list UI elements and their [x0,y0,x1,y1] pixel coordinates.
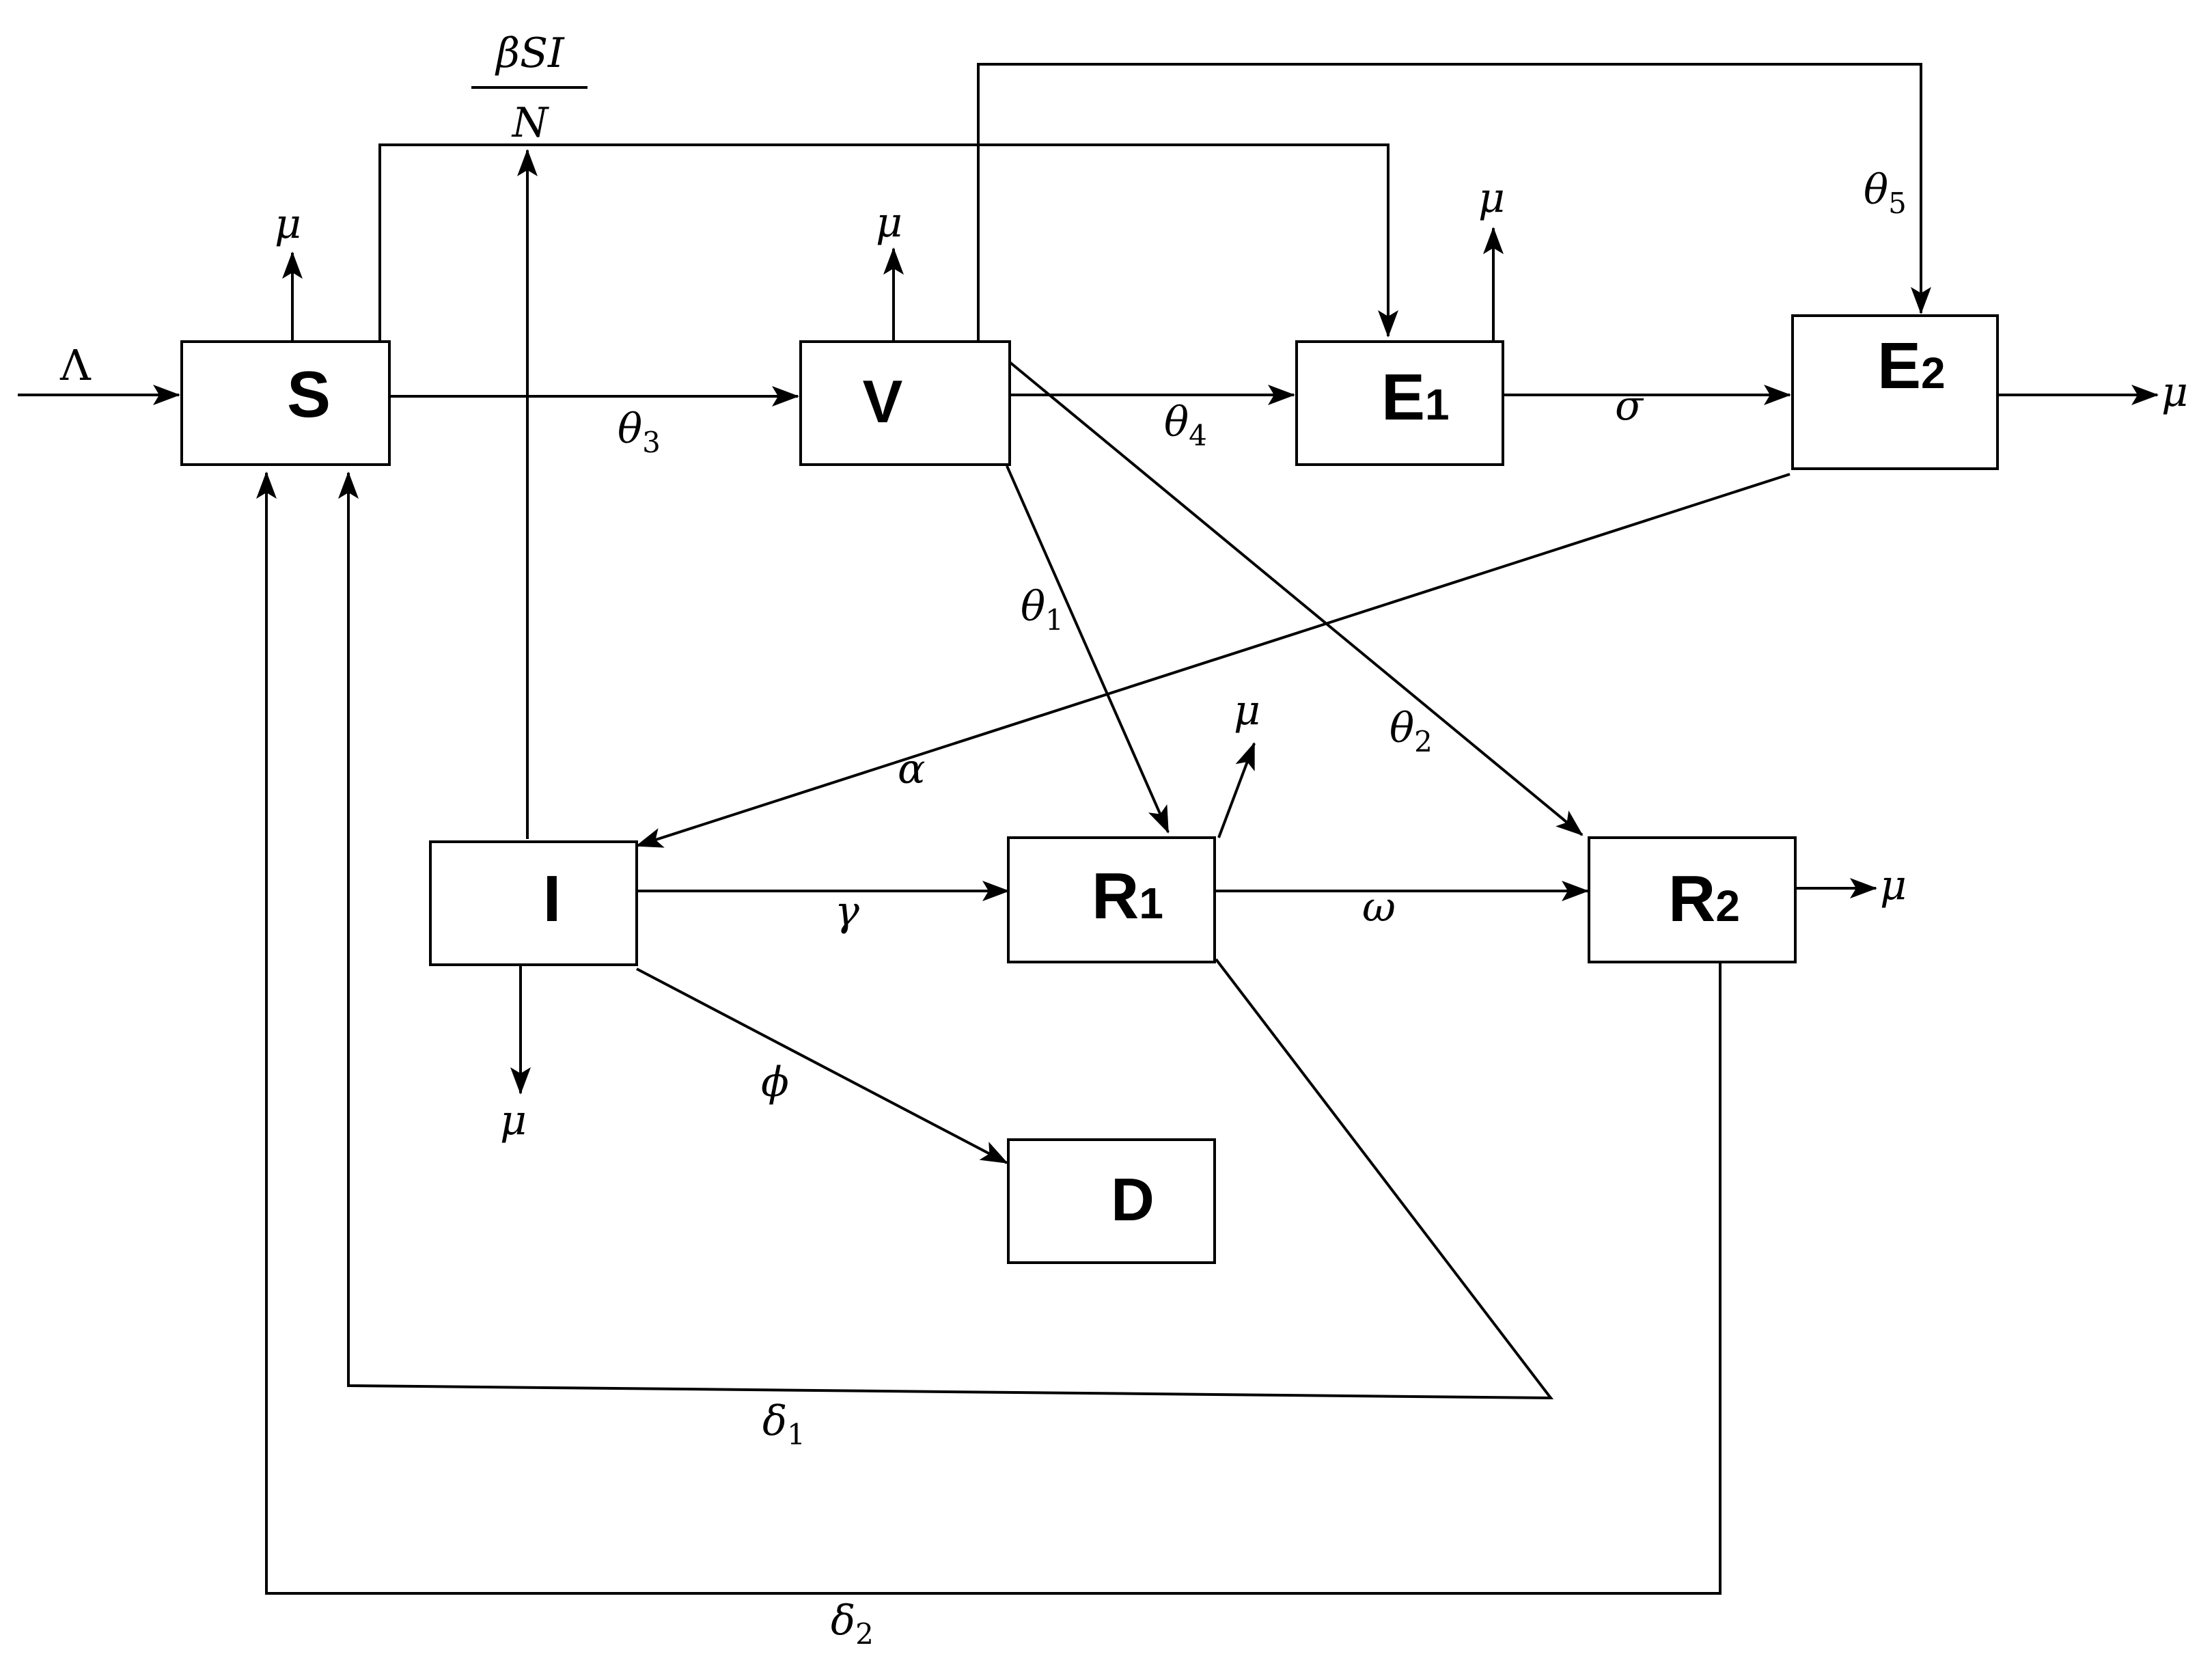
node-r2-label: R [1668,862,1715,935]
label-sigma: σ [1615,382,1644,430]
label-mu-r1: μ [1234,687,1260,735]
label-theta2: θ2 [1390,704,1433,758]
node-d: D [1007,1138,1216,1264]
label-phi: ϕ [761,1058,789,1106]
node-r1: R1 [1007,836,1216,963]
node-e2: E2 [1791,314,1999,470]
label-gamma: γ [835,888,859,935]
node-e1-subscript: 1 [1425,380,1450,429]
node-i: I [429,840,638,966]
svg-text:E1: E1 [1381,361,1450,434]
node-i-label: I [543,862,562,935]
node-e2-subscript: 2 [1921,348,1946,398]
node-r1-label: R [1092,860,1139,933]
edge-v-to-e2 [977,63,1931,342]
svg-text:E2: E2 [1877,329,1946,402]
edge-e2-to-i [635,473,1791,848]
node-r2-subscript: 2 [1715,881,1740,931]
edge-v-to-r2 [1008,361,1584,836]
svg-text:R2: R2 [1668,862,1740,935]
label-mu-v: μ [876,199,902,247]
label-infection-numerator: βSI [495,29,565,77]
edge-i-to-d [636,967,1008,1164]
svg-text:S: S [287,358,331,431]
label-theta1: θ1 [1021,583,1064,637]
node-v-label: V [863,368,903,435]
label-lambda: Λ [59,340,92,390]
node-s-label: S [287,358,331,431]
node-e1-label: E [1381,361,1425,434]
label-omega: ω [1362,883,1396,931]
label-infection-denominator: N [511,99,550,147]
label-delta1: δ1 [762,1397,805,1451]
svg-text:R1: R1 [1092,860,1163,933]
label-mu-s: μ [275,200,301,248]
edge-r1-to-s [338,471,1554,1400]
label-mu-i: μ [500,1097,527,1144]
edge-s-to-e1 [378,143,1398,340]
node-d-label: D [1111,1166,1155,1233]
svg-text:I: I [543,862,562,935]
node-v: V [799,340,1011,466]
label-theta5: θ5 [1864,166,1907,220]
label-infection-term: βSI N [471,29,587,147]
node-r1-subscript: 1 [1139,879,1163,928]
node-s: S [180,340,391,466]
label-mu-r2: μ [1880,862,1907,909]
node-e1: E1 [1295,340,1504,466]
edge-r2-to-s [256,471,1722,1595]
label-mu-e1: μ [1478,174,1505,222]
edge-v-to-r1 [1006,465,1170,834]
node-e2-label: E [1877,329,1921,402]
edge-r1-death [1217,742,1256,838]
label-theta3: θ3 [618,405,661,459]
node-r2: R2 [1588,836,1797,963]
svg-text:V: V [863,368,903,435]
label-theta4: θ4 [1164,398,1207,452]
label-alpha: α [898,745,926,793]
label-delta2: δ2 [831,1597,874,1651]
label-mu-e2: μ [2161,368,2188,416]
svg-text:D: D [1111,1166,1155,1233]
